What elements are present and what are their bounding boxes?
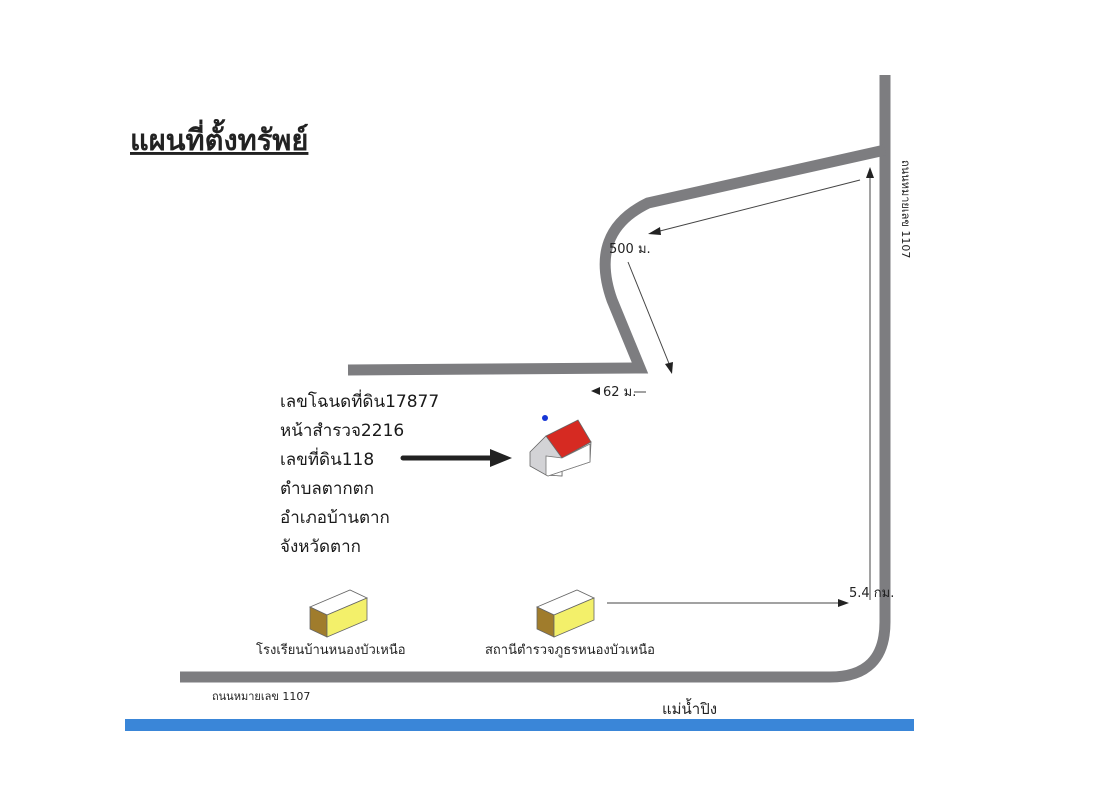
info-subdistrict: ตำบลตากตก [280,479,374,499]
river [125,719,914,731]
side-road [347,144,887,376]
info-province: จังหวัดตาก [280,537,361,557]
distance-line-500m-b [627,261,671,367]
distance-5-4km: 5.4 กม. [849,586,894,601]
arrowhead-icon [591,387,600,395]
distance-62m: 62 ม. [603,385,636,400]
river-label: แม่น้ำปิง [662,698,717,718]
info-district: อำเภอบ้านตาก [280,508,390,528]
bottom-road-label: ถนนหมายเลข 1107 [212,690,310,703]
distance-line-500m-a [655,179,861,233]
arrowhead-icon [838,599,849,607]
main-road [180,75,891,683]
map-title: แผนที่ตั้งทรัพย์ [130,118,308,157]
arrowhead-icon [665,362,673,374]
police-station-label: สถานีตำรวจภูธรหนองบัวเหนือ [485,642,655,658]
property-info: เลขโฉนดที่ดิน17877 หน้าสำรวจ2216 เลขที่ด… [280,389,439,557]
info-deed: เลขโฉนดที่ดิน17877 [280,389,439,412]
school-label: โรงเรียนบ้านหนองบัวเหนือ [256,642,406,658]
right-road-label: ถนนหมายเลข 1107 [899,160,912,258]
police-station-icon [536,589,595,638]
arrowhead-icon [866,167,874,178]
distance-500m: 500 ม. [609,242,651,257]
info-survey: หน้าสำรวจ2216 [280,421,404,441]
arrowhead-icon [648,227,661,235]
arrowhead-icon [490,449,512,467]
info-land-number: เลขที่ดิน118 [280,447,374,470]
house-icon [529,415,592,477]
school-building-icon [309,589,368,638]
